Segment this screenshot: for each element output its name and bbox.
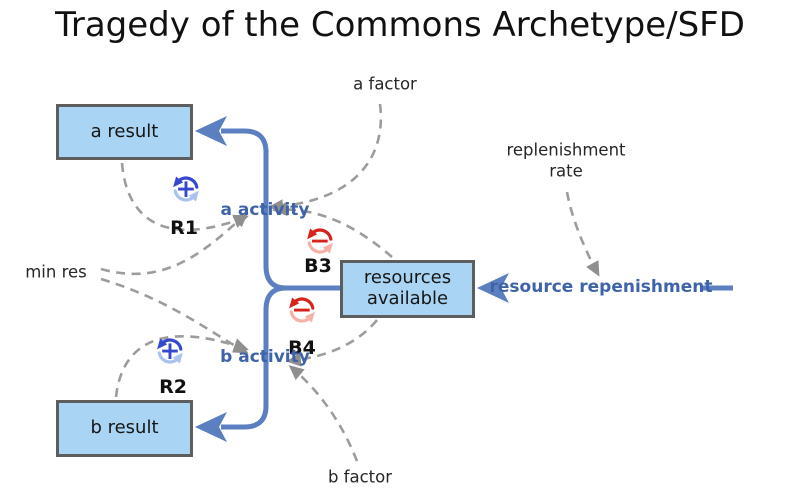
loop-b3-icon [307, 228, 333, 254]
converter-a-factor-label: a factor [353, 74, 417, 94]
loop-r1-icon [173, 176, 199, 202]
causal-link-b-factor-to-b-activity [288, 365, 359, 462]
converter-b-factor-label: b factor [327, 467, 393, 487]
stock-resources-available: resources available [340, 260, 475, 318]
converter-replenishment-rate-label: replenishment rate [506, 140, 626, 180]
loop-b3-polarity: − [309, 226, 331, 255]
causal-link-a-factor-to-a-activity [268, 103, 383, 214]
page-title: Tragedy of the Commons Archetype/SFD [55, 5, 745, 45]
loop-r2-label: R2 [159, 376, 187, 398]
loop-r1-polarity: + [175, 174, 197, 203]
stock-b-result: b result [56, 400, 193, 457]
loop-b4-icon [289, 297, 315, 323]
loop-b3-label: B3 [304, 255, 332, 277]
flow-arrowhead-into-resources [477, 273, 509, 303]
flow-label-a-activity: a activity [220, 200, 310, 220]
converter-min-res-label: min res [25, 262, 87, 282]
loop-b4-polarity: − [291, 295, 313, 324]
loop-r2-icon [157, 338, 183, 364]
causal-link-a-result-to-a-activity [120, 162, 249, 232]
causal-link-replenishment-rate-to-flow [565, 191, 600, 277]
flow-arrowhead-into-a-result [195, 116, 227, 146]
loop-r1-label: R1 [170, 217, 198, 239]
causal-link-min-res-to-a-activity [100, 211, 249, 276]
causal-link-min-res-to-b-activity [100, 277, 249, 354]
causal-link-resources-to-a-activity [272, 202, 393, 258]
stock-a-result-label: a result [90, 120, 159, 142]
flow-arrowhead-into-b-result [195, 412, 227, 442]
causal-link-resources-to-b-activity [286, 319, 378, 367]
stock-resources-available-label: resources available [363, 267, 452, 309]
flow-label-resource-replenishment: resource repenishment [489, 277, 713, 297]
causal-link-b-result-to-b-activity [114, 335, 249, 398]
stock-a-result: a result [56, 104, 193, 160]
flow-pipe-b-activity [221, 285, 340, 430]
loop-r2-polarity: + [159, 336, 181, 365]
stock-b-result-label: b result [90, 417, 159, 439]
flow-label-b-activity: b activity [220, 347, 310, 367]
